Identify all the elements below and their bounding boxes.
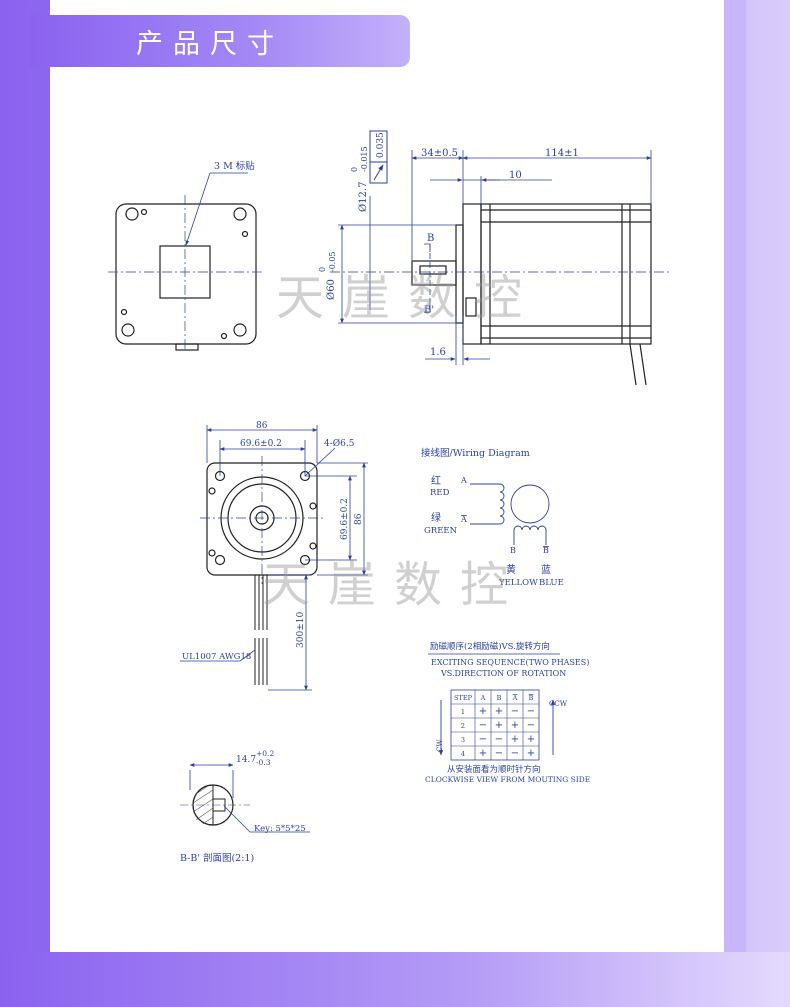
- section-tol-upper: +0.2: [256, 749, 274, 758]
- shaft-diameter-dim: Ø12.7 0 -0.015: [350, 146, 369, 212]
- sequence-title-en-1: EXCITING SEQUENCE(TWO PHASES): [431, 658, 589, 667]
- ccw-label: CCW: [549, 700, 568, 708]
- shaft-key: [419, 265, 447, 275]
- cw-label: CW: [436, 739, 444, 752]
- svg-text:Ø60: Ø60: [326, 279, 337, 300]
- phase-b-label: B: [510, 546, 516, 555]
- sequence-header-cell: A: [512, 694, 518, 702]
- sequence-footer-cn: 从安装面看为顺时针方向: [447, 764, 541, 775]
- cable-exit: [175, 343, 199, 351]
- sequence-title-en-2: VS.DIRECTION OF ROTATION: [440, 669, 566, 678]
- sequence-cell: −: [511, 706, 519, 717]
- motor-symbol: [510, 484, 550, 524]
- runout-tolerance: 0.035: [376, 132, 386, 158]
- sequence-header-cell: A: [480, 694, 486, 702]
- sequence-cell: +: [479, 706, 487, 717]
- watermark-middle: 天崖数控: [262, 557, 527, 613]
- wire-green-cn: 绿: [431, 511, 441, 524]
- dim-86-horizontal: 86: [256, 421, 268, 431]
- sequence-cell: 4: [461, 750, 465, 758]
- wiring-schematic: [470, 483, 550, 545]
- wire-red-cn: 红: [431, 474, 441, 487]
- svg-text:0: 0: [350, 167, 359, 172]
- side-view: [411, 203, 652, 386]
- section-label-b-prime: B': [424, 305, 434, 316]
- wiring-title: 接线图/Wiring Diagram: [421, 447, 530, 459]
- shaft: [411, 260, 457, 286]
- section-caption: B-B' 剖面图(2:1): [180, 852, 254, 864]
- svg-text:0.035: 0.035: [376, 132, 386, 158]
- sequence-cell: 1: [461, 708, 465, 716]
- sequence-cell: −: [511, 748, 519, 759]
- front-view: [115, 203, 257, 351]
- lead-wires-side: [629, 343, 647, 386]
- wire-yellow-en: YELLOW: [498, 578, 538, 588]
- section-label-b: B: [427, 233, 434, 244]
- mount-hole-tl: [125, 207, 139, 221]
- sequence-header-cell: B: [529, 694, 534, 702]
- page-title: 产品尺寸: [136, 29, 284, 60]
- wire-red-en: RED: [430, 488, 450, 498]
- sequence-header-cell: STEP: [454, 694, 473, 702]
- title-tab: [30, 15, 410, 67]
- side-tab: [465, 297, 477, 317]
- watermark-top: 天崖数控: [276, 270, 541, 326]
- phase-abar-label: A: [460, 515, 467, 524]
- sequence-table-border: [450, 689, 540, 761]
- phase-a-label: A: [460, 476, 467, 485]
- wire-blue-cn: 蓝: [541, 564, 551, 576]
- cable-spec: UL1007 AWG18: [182, 652, 251, 662]
- sequence-cell: −: [495, 748, 503, 759]
- sequence-cell: +: [511, 720, 519, 731]
- sequence-title-cn: 励磁顺序(2相励磁)VS.旋转方向: [430, 641, 550, 652]
- section-dim: 14.7: [236, 755, 256, 765]
- front-flange: [115, 203, 257, 345]
- sequence-cell: +: [495, 720, 503, 731]
- dim-10: 10: [509, 170, 522, 181]
- phase-bbar-label: B: [543, 546, 549, 555]
- section-tol-lower: -0.3: [256, 758, 271, 767]
- right-accent-strip: [724, 0, 746, 980]
- svg-text:-0.015: -0.015: [360, 146, 369, 172]
- sequence-cell: −: [527, 706, 535, 717]
- sequence-cell: −: [479, 720, 487, 731]
- wire-green-en: GREEN: [424, 526, 458, 536]
- svg-text:0: 0: [318, 267, 327, 272]
- motor-body: [480, 203, 652, 345]
- sequence-cell: 3: [461, 736, 465, 744]
- mount-hole-bl: [121, 323, 135, 337]
- mount-hole-br: [233, 323, 247, 337]
- sequence-footer-en: CLOCKWISE VIEW FROM MOUTING SIDE: [425, 775, 590, 784]
- dim-1-6: 1.6: [430, 347, 446, 358]
- sequence-cell: −: [527, 720, 535, 731]
- sequence-header-cell: B: [497, 694, 502, 702]
- svg-text:-0.05: -0.05: [328, 251, 337, 272]
- svg-text:Ø12.7: Ø12.7: [358, 182, 369, 212]
- sequence-cell: −: [495, 734, 503, 745]
- pilot-diameter-dim: Ø60 0 -0.05: [318, 251, 337, 300]
- dim-69-6-horizontal: 69.6±0.2: [240, 439, 282, 449]
- mount-holes-dim: 4-Ø6.5: [324, 438, 355, 449]
- sequence-cell: +: [527, 748, 535, 759]
- sequence-cell: +: [495, 706, 503, 717]
- wire-blue-en: BLUE: [539, 578, 564, 588]
- dim-34: 34±0.5: [421, 148, 458, 159]
- bottom-accent-bar: [0, 952, 790, 1007]
- sequence-cell: −: [479, 734, 487, 745]
- wire-yellow-cn: 黄: [506, 563, 516, 576]
- sequence-cell: +: [527, 734, 535, 745]
- sequence-cell: +: [511, 734, 519, 745]
- mount-hole-tr: [233, 207, 247, 221]
- label-3m-sticker: 3 M 标贴: [214, 160, 255, 172]
- dim-114: 114±1: [545, 148, 579, 159]
- sequence-cell: 2: [461, 722, 465, 730]
- dim-69-6-vertical: 69.6±0.2: [340, 498, 350, 540]
- lead-length-dim: 300±10: [296, 612, 306, 648]
- sequence-cell: +: [479, 748, 487, 759]
- dim-86-vertical: 86: [354, 513, 364, 525]
- key-spec: Key: 5*5*25: [254, 824, 306, 834]
